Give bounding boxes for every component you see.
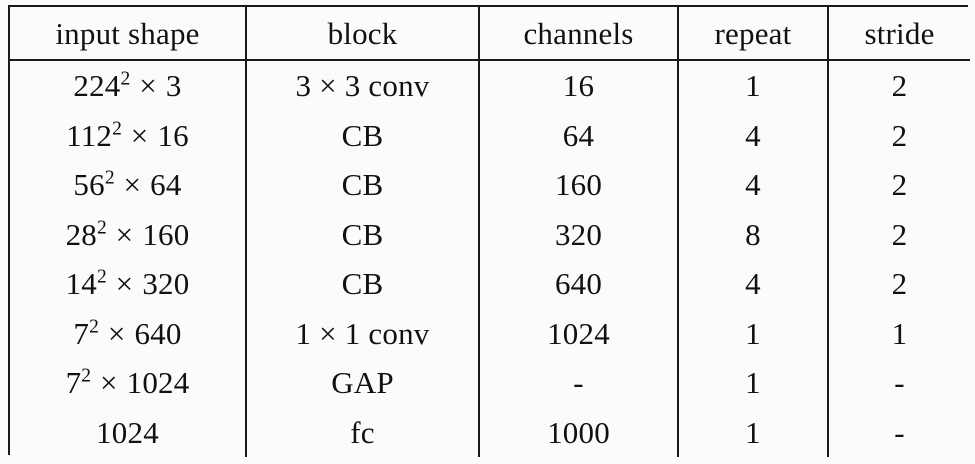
input-shape-base: 14 bbox=[65, 266, 97, 302]
table-header-row: input shape block channels repeat stride bbox=[10, 7, 970, 61]
input-shape-factor: 64 bbox=[150, 167, 182, 203]
cell-input-shape: 1122 × 16 bbox=[10, 110, 247, 160]
input-shape-base: 7 bbox=[65, 365, 82, 401]
column-header-input-shape: input shape bbox=[10, 7, 247, 61]
cell-repeat: 4 bbox=[677, 110, 829, 160]
cell-repeat: 4 bbox=[677, 259, 829, 309]
cell-input-shape: 72 × 640 bbox=[10, 308, 247, 358]
input-shape-factor: 16 bbox=[157, 117, 189, 153]
cell-block: fc bbox=[245, 407, 480, 457]
architecture-table-container: input shape block channels repeat stride… bbox=[8, 5, 970, 457]
input-shape-base: 112 bbox=[66, 117, 113, 153]
cell-repeat: 1 bbox=[677, 358, 829, 408]
cell-channels: 160 bbox=[478, 160, 679, 210]
column-header-channels: channels bbox=[478, 7, 679, 61]
cell-repeat: 4 bbox=[677, 160, 829, 210]
cell-block: CB bbox=[245, 209, 480, 259]
cell-stride: 2 bbox=[827, 60, 970, 111]
cell-input-shape: 72 × 1024 bbox=[10, 358, 247, 408]
column-header-stride: stride bbox=[827, 7, 970, 61]
input-shape-exponent: 2 bbox=[81, 365, 92, 387]
cell-channels: - bbox=[478, 358, 679, 408]
input-shape-exponent: 2 bbox=[96, 217, 107, 239]
input-shape-exponent: 2 bbox=[120, 68, 131, 90]
column-header-block: block bbox=[245, 7, 480, 61]
cell-channels: 1024 bbox=[478, 308, 679, 358]
input-shape-exponent: 2 bbox=[112, 118, 122, 140]
input-shape-expression: 1024 bbox=[96, 417, 159, 448]
multiplication-sign: × bbox=[107, 266, 142, 302]
input-shape-base: 28 bbox=[65, 216, 97, 252]
input-shape-base: 56 bbox=[73, 167, 105, 203]
cell-channels: 64 bbox=[478, 110, 679, 160]
cell-stride: 2 bbox=[827, 209, 970, 259]
cell-input-shape: 282 × 160 bbox=[10, 209, 247, 259]
input-shape-exponent: 2 bbox=[96, 266, 107, 288]
cell-repeat: 1 bbox=[677, 60, 829, 111]
input-shape-factor: 1024 bbox=[126, 365, 190, 401]
cell-stride: - bbox=[827, 358, 970, 408]
cell-channels: 1000 bbox=[478, 407, 679, 457]
input-shape-factor: 3 bbox=[165, 68, 182, 104]
multiplication-sign: × bbox=[122, 117, 157, 153]
input-shape-expression: 1122 × 16 bbox=[66, 117, 189, 153]
input-shape-expression: 72 × 640 bbox=[73, 315, 182, 351]
cell-stride: 2 bbox=[827, 160, 970, 210]
cell-block: 1 × 1 conv bbox=[245, 308, 480, 358]
cell-input-shape: 562 × 64 bbox=[10, 160, 247, 210]
input-shape-base: 224 bbox=[73, 68, 121, 104]
cell-input-shape: 142 × 320 bbox=[10, 259, 247, 309]
multiplication-sign: × bbox=[92, 365, 126, 401]
architecture-table: input shape block channels repeat stride… bbox=[10, 7, 970, 457]
input-shape-expression: 2242 × 3 bbox=[73, 68, 182, 104]
cell-repeat: 8 bbox=[677, 209, 829, 259]
multiplication-sign: × bbox=[99, 315, 134, 351]
multiplication-sign: × bbox=[131, 68, 165, 104]
cell-input-shape: 2242 × 3 bbox=[10, 60, 247, 111]
cell-stride: - bbox=[827, 407, 970, 457]
cell-repeat: 1 bbox=[677, 407, 829, 457]
cell-channels: 640 bbox=[478, 259, 679, 309]
cell-input-shape: 1024 bbox=[10, 407, 247, 457]
cell-block: CB bbox=[245, 110, 480, 160]
cell-block: CB bbox=[245, 160, 480, 210]
input-shape-factor: 160 bbox=[142, 216, 190, 252]
column-header-repeat: repeat bbox=[677, 7, 829, 61]
cell-block: GAP bbox=[245, 358, 480, 408]
input-shape-expression: 562 × 64 bbox=[73, 167, 182, 203]
multiplication-sign: × bbox=[115, 167, 150, 203]
input-shape-factor: 640 bbox=[134, 315, 182, 351]
table-header: input shape block channels repeat stride bbox=[10, 7, 970, 61]
input-shape-factor: 320 bbox=[142, 266, 190, 302]
input-shape-expression: 142 × 320 bbox=[65, 266, 190, 302]
cell-channels: 16 bbox=[478, 60, 679, 111]
cell-repeat: 1 bbox=[677, 308, 829, 358]
input-shape-base: 7 bbox=[73, 315, 90, 351]
cell-stride: 2 bbox=[827, 110, 970, 160]
input-shape-expression: 282 × 160 bbox=[65, 216, 190, 252]
input-shape-exponent: 2 bbox=[104, 167, 115, 189]
cell-block: 3 × 3 conv bbox=[245, 60, 480, 111]
cell-channels: 320 bbox=[478, 209, 679, 259]
cell-stride: 2 bbox=[827, 259, 970, 309]
input-shape-expression: 72 × 1024 bbox=[65, 365, 190, 401]
cell-stride: 1 bbox=[827, 308, 970, 358]
multiplication-sign: × bbox=[107, 216, 142, 252]
input-shape-base: 1024 bbox=[96, 414, 159, 450]
input-shape-exponent: 2 bbox=[89, 316, 99, 338]
cell-block: CB bbox=[245, 259, 480, 309]
